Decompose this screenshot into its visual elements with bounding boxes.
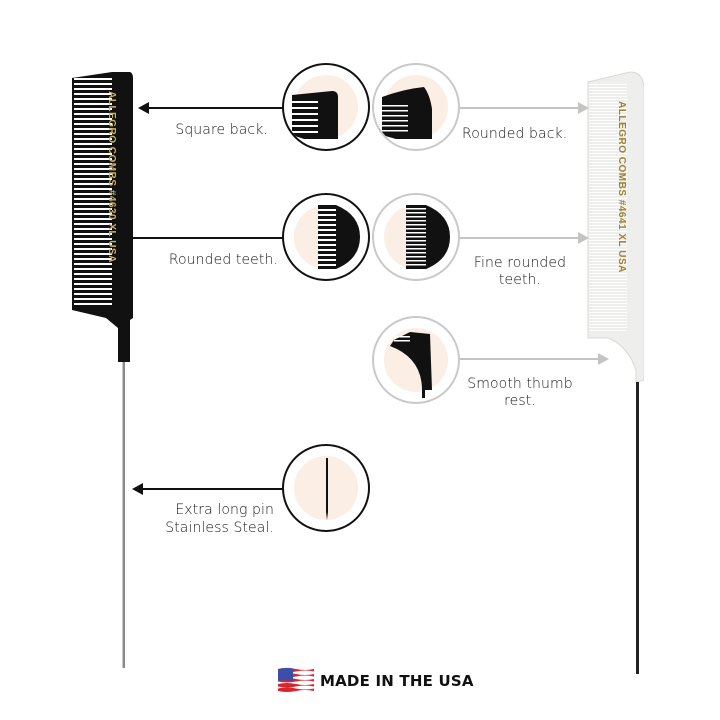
- rounded-teeth-line: [130, 237, 284, 239]
- smooth-thumb-rest-label-1: Smooth thumb: [467, 376, 573, 392]
- rounded-teeth-label: Rounded teeth.: [168, 252, 278, 268]
- rounded-back-comb-icon: [382, 87, 432, 139]
- arrow-right-icon: [578, 102, 589, 114]
- fine-rounded-teeth-comb-icon: [406, 205, 450, 269]
- smooth-thumb-rest-line: [460, 358, 600, 360]
- rounded-back-label: Rounded back.: [462, 126, 568, 142]
- rounded-teeth-comb-icon: [318, 205, 360, 269]
- fine-rounded-teeth-label-2: teeth.: [498, 272, 542, 288]
- square-back-comb-icon: [292, 91, 338, 139]
- extra-long-pin-label-2: Stainless Steal.: [165, 520, 274, 536]
- square-back-circle: [282, 63, 370, 151]
- extra-long-pin-line: [142, 488, 284, 490]
- black-comb-graphic: [72, 72, 133, 668]
- rounded-teeth-circle: [282, 193, 370, 281]
- arrow-right-icon: [598, 353, 609, 365]
- fine-rounded-teeth-line: [460, 237, 580, 239]
- arrow-left-icon: [138, 102, 149, 114]
- made-in-usa-text: MADE IN THE USA: [320, 672, 474, 690]
- us-flag-icon: [278, 667, 314, 693]
- white-comb-engraving: ALLEGRO COMBS #4641 XL USA: [616, 101, 627, 273]
- white-comb-graphic: [587, 71, 645, 674]
- black-comb-engraving: ALLEGRO COMBS #4630 XL USA: [106, 91, 117, 263]
- smooth-thumb-rest-label-2: rest.: [504, 393, 536, 409]
- extra-long-pin-circle: [282, 444, 370, 532]
- thumb-rest-icon: [390, 332, 432, 398]
- black-tail-comb: [68, 70, 134, 670]
- extra-long-pin-label-1: Extra long pin: [175, 502, 274, 518]
- square-back-line: [148, 107, 284, 109]
- pin-icon: [326, 458, 328, 520]
- square-back-label: Square back.: [175, 122, 268, 138]
- fine-rounded-teeth-circle: [372, 193, 460, 281]
- arrow-left-icon: [132, 483, 143, 495]
- rounded-back-circle: [372, 63, 460, 151]
- fine-rounded-teeth-label-1: Fine rounded: [473, 255, 567, 271]
- arrow-right-icon: [578, 232, 589, 244]
- rounded-back-line: [460, 107, 580, 109]
- smooth-thumb-rest-circle: [372, 316, 460, 404]
- white-tail-comb: [584, 70, 645, 676]
